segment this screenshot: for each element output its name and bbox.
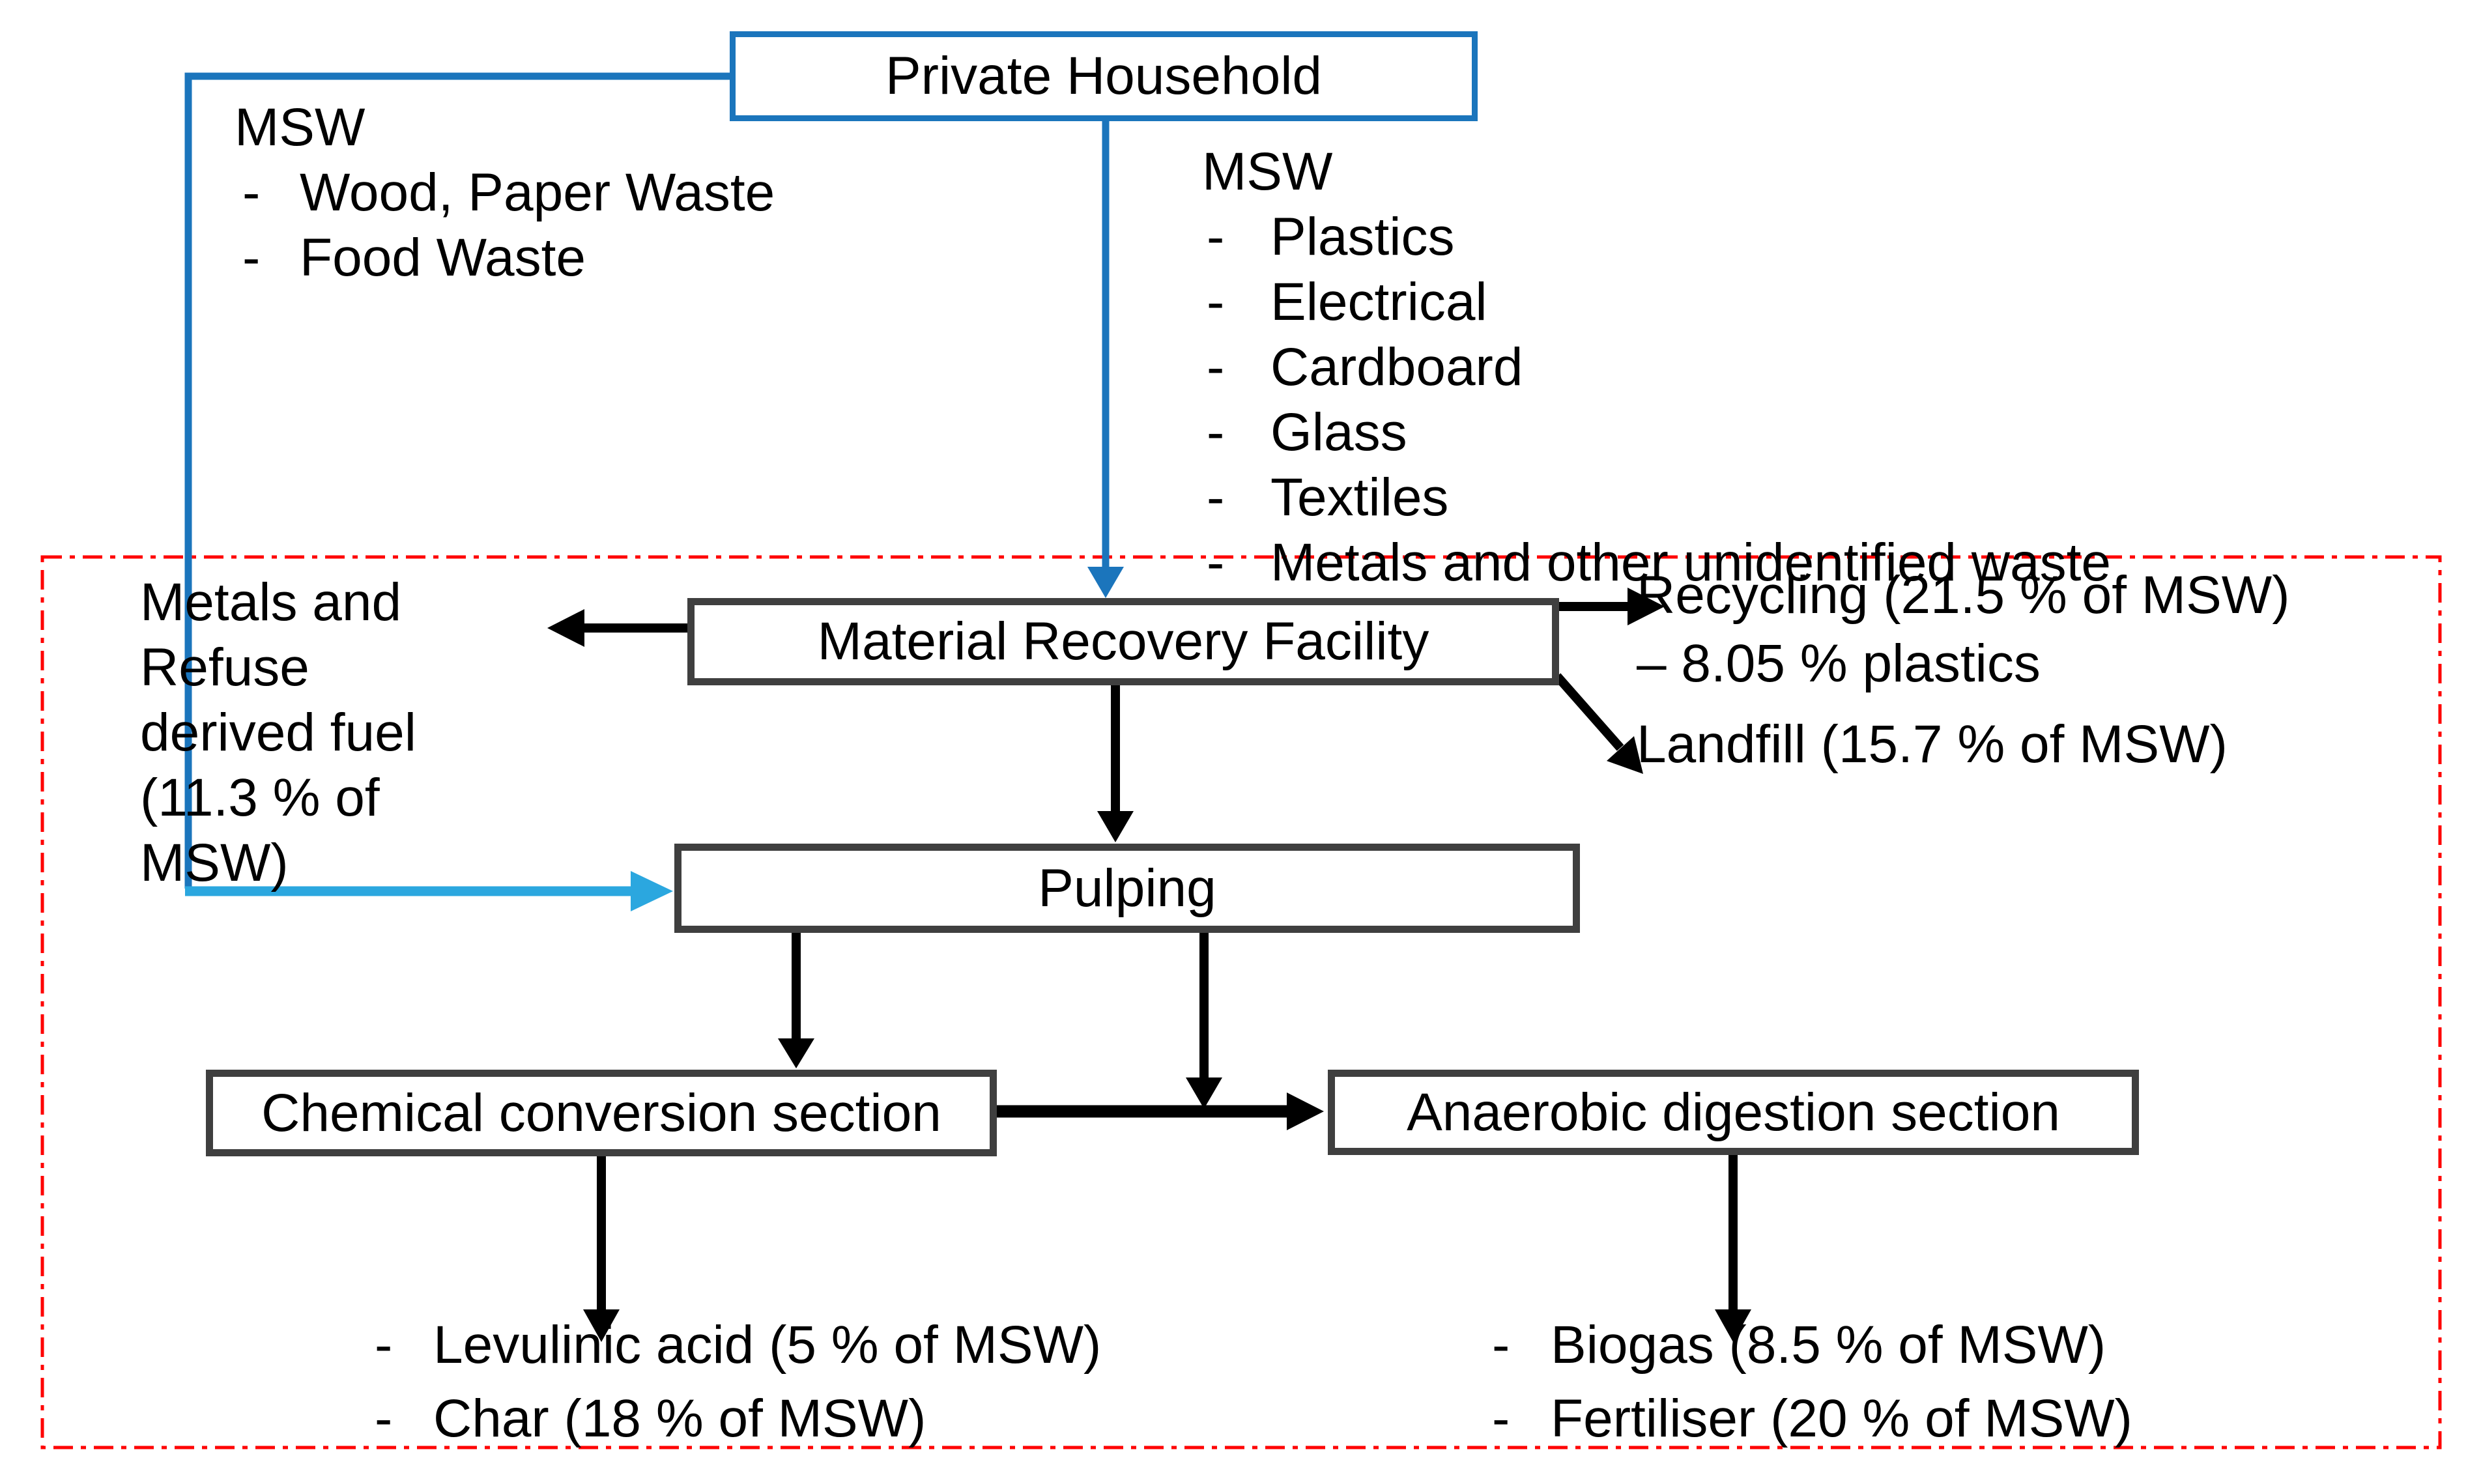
list-item: - Plastics bbox=[1202, 205, 2111, 270]
msw-right-item: Textiles bbox=[1270, 468, 1449, 527]
recycling-label: Recycling (21.5 % of MSW) – 8.05 % plast… bbox=[1637, 561, 2290, 698]
msw-right-list: MSW - Plastics - Electrical - Cardboard … bbox=[1202, 139, 2111, 595]
bullet-dash: - bbox=[1207, 468, 1225, 527]
node-material-recovery-facility: Material Recovery Facility bbox=[687, 598, 1559, 685]
mrf-to-pulping-arrow bbox=[1097, 685, 1134, 842]
list-item: - Biogas (8.5 % of MSW) bbox=[1482, 1308, 2132, 1382]
mrf-to-recycling-arrow bbox=[1559, 588, 1665, 625]
msw-right-item: Electrical bbox=[1270, 272, 1487, 332]
bullet-dash: - bbox=[242, 163, 261, 222]
node-anaerobic-digestion: Anaerobic digestion section bbox=[1328, 1070, 2139, 1155]
recycling-line2: – 8.05 % plastics bbox=[1637, 634, 2041, 693]
msw-left-title: MSW bbox=[235, 98, 366, 157]
node-private-household: Private Household bbox=[730, 31, 1478, 121]
msw-left-list: MSW - Wood, Paper Waste - Food Waste bbox=[235, 95, 775, 291]
anaerobic-output-item: Biogas (8.5 % of MSW) bbox=[1551, 1315, 2106, 1375]
anaerobic-to-outputs-arrow bbox=[1715, 1155, 1751, 1342]
bullet-dash: - bbox=[242, 228, 261, 287]
msw-left-item: Wood, Paper Waste bbox=[300, 163, 775, 222]
list-item: - Electrical bbox=[1202, 270, 2111, 335]
bullet-dash: - bbox=[1207, 533, 1225, 592]
list-item: - Glass bbox=[1202, 400, 2111, 465]
metals-rdf-line: Metals and bbox=[140, 573, 402, 632]
bullet-dash: - bbox=[1207, 207, 1225, 266]
list-item: - Levulinic acid (5 % of MSW) bbox=[365, 1308, 1101, 1382]
node-pulping-label: Pulping bbox=[1038, 858, 1216, 918]
bullet-dash: - bbox=[1207, 337, 1225, 397]
pulping-feed-arrow bbox=[185, 871, 673, 911]
node-anaerobic-digestion-label: Anaerobic digestion section bbox=[1407, 1082, 2060, 1142]
msw-right-item: Plastics bbox=[1270, 207, 1455, 266]
node-chemical-conversion: Chemical conversion section bbox=[206, 1070, 997, 1156]
list-item: - Wood, Paper Waste bbox=[235, 160, 775, 225]
list-item: - Metals and other unidentified waste bbox=[1202, 530, 2111, 595]
mrf-to-landfill-arrow bbox=[1553, 673, 1643, 774]
chemical-outputs-list: - Levulinic acid (5 % of MSW) - Char (18… bbox=[365, 1308, 1101, 1455]
msw-right-title: MSW bbox=[1202, 142, 1333, 201]
bullet-dash: - bbox=[375, 1315, 393, 1375]
pulping-to-junction-arrow bbox=[1186, 933, 1222, 1109]
pulping-to-chemical-arrow bbox=[778, 933, 814, 1068]
system-boundary-dashed-rect bbox=[40, 555, 2442, 1449]
bullet-dash: - bbox=[1207, 272, 1225, 332]
node-pulping: Pulping bbox=[674, 844, 1580, 933]
msw-right-item: Glass bbox=[1270, 403, 1407, 462]
recycling-line1: Recycling (21.5 % of MSW) bbox=[1637, 565, 2290, 625]
bullet-dash: - bbox=[1492, 1389, 1510, 1448]
node-chemical-conversion-label: Chemical conversion section bbox=[261, 1083, 941, 1143]
list-item: - Char (18 % of MSW) bbox=[365, 1382, 1101, 1455]
landfill-text: Landfill (15.7 % of MSW) bbox=[1637, 715, 2228, 774]
metals-rdf-line: (11.3 % of bbox=[140, 768, 380, 827]
anaerobic-output-item: Fertiliser (20 % of MSW) bbox=[1551, 1389, 2132, 1448]
household-to-pulping-elbow-line bbox=[184, 72, 730, 889]
node-mrf-label: Material Recovery Facility bbox=[817, 612, 1429, 671]
household-to-mrf-arrow bbox=[1087, 121, 1124, 598]
anaerobic-outputs-list: - Biogas (8.5 % of MSW) - Fertiliser (20… bbox=[1482, 1308, 2132, 1455]
metals-rdf-label: Metals and Refuse derived fuel (11.3 % o… bbox=[140, 570, 416, 896]
msw-right-item: Metals and other unidentified waste bbox=[1270, 533, 2112, 592]
chemical-to-outputs-arrow bbox=[583, 1156, 620, 1342]
bullet-dash: - bbox=[375, 1389, 393, 1448]
metals-rdf-line: derived fuel bbox=[140, 703, 416, 762]
list-item: - Textiles bbox=[1202, 465, 2111, 530]
list-item: - Food Waste bbox=[235, 225, 775, 291]
msw-left-item: Food Waste bbox=[300, 228, 586, 287]
mrf-to-metals-arrow bbox=[547, 609, 687, 647]
chemical-to-anaerobic-arrow bbox=[997, 1092, 1324, 1130]
metals-rdf-line: MSW) bbox=[140, 833, 289, 892]
landfill-label: Landfill (15.7 % of MSW) bbox=[1637, 712, 2228, 777]
list-item: - Cardboard bbox=[1202, 335, 2111, 400]
bullet-dash: - bbox=[1207, 403, 1225, 462]
node-private-household-label: Private Household bbox=[885, 46, 1323, 106]
metals-rdf-line: Refuse bbox=[140, 638, 309, 697]
list-item: - Fertiliser (20 % of MSW) bbox=[1482, 1382, 2132, 1455]
chemical-output-item: Char (18 % of MSW) bbox=[433, 1389, 926, 1448]
bullet-dash: - bbox=[1492, 1315, 1510, 1375]
chemical-output-item: Levulinic acid (5 % of MSW) bbox=[433, 1315, 1102, 1375]
msw-right-item: Cardboard bbox=[1270, 337, 1523, 397]
